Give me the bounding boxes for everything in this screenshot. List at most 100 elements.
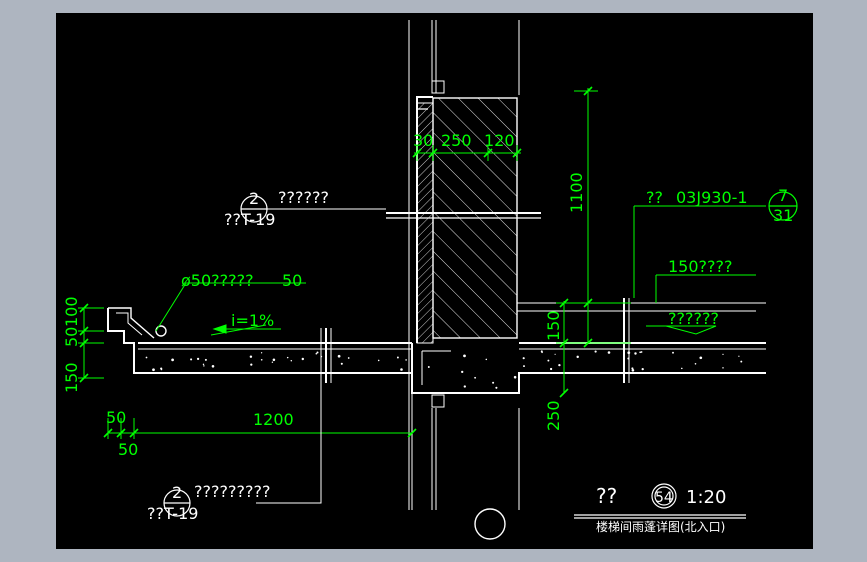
aggregate-mark bbox=[463, 354, 466, 358]
aggregate-mark bbox=[514, 377, 516, 379]
aggregate-mark bbox=[211, 365, 215, 368]
cad-viewport[interactable]: 30 250 120 1100 150 250 100 50 150 50 50… bbox=[56, 13, 813, 549]
callout-top-ref: ??T-19 bbox=[224, 210, 275, 229]
slope-label: i=1% bbox=[231, 311, 274, 330]
concrete-hatch bbox=[145, 350, 743, 389]
dim-50-b: 50 bbox=[118, 440, 138, 459]
aggregate-mark bbox=[301, 357, 305, 361]
drain-dim: 50 bbox=[282, 271, 302, 290]
callout-bottom-text: ????????? bbox=[194, 482, 270, 501]
aggregate-mark bbox=[722, 353, 724, 356]
ref-prefix: ?? bbox=[646, 188, 663, 207]
aggregate-mark bbox=[171, 358, 174, 362]
aggregate-mark bbox=[203, 365, 205, 367]
aggregate-mark bbox=[260, 358, 263, 361]
note-150: 150???? bbox=[668, 257, 733, 276]
aggregate-mark bbox=[576, 355, 579, 359]
aggregate-mark bbox=[145, 356, 148, 359]
aggregate-mark bbox=[522, 357, 525, 360]
drain-label: ø50????? bbox=[181, 271, 254, 290]
aggregate-mark bbox=[427, 366, 430, 368]
aggregate-mark bbox=[396, 356, 399, 359]
callout-bubbles bbox=[163, 191, 798, 519]
aggregate-mark bbox=[377, 359, 380, 362]
canopy-detail-drawing: 30 250 120 1100 150 250 100 50 150 50 50… bbox=[62, 20, 798, 540]
title-scale: 1:20 bbox=[686, 487, 726, 508]
aggregate-mark bbox=[204, 358, 207, 361]
note-waterproof: ?????? bbox=[668, 309, 719, 328]
aggregate-mark bbox=[196, 357, 200, 361]
aggregate-mark bbox=[640, 351, 643, 353]
aggregate-mark bbox=[474, 376, 477, 379]
aggregate-mark bbox=[547, 359, 550, 362]
aggregate-mark bbox=[290, 359, 293, 362]
aggregate-mark bbox=[160, 368, 163, 371]
aggregate-mark bbox=[405, 359, 407, 361]
parapet-wall bbox=[386, 96, 766, 344]
aggregate-mark bbox=[152, 368, 155, 372]
aggregate-mark bbox=[634, 352, 637, 355]
aggregate-mark bbox=[641, 367, 644, 371]
aggregate-mark bbox=[340, 362, 343, 365]
aggregate-mark bbox=[639, 351, 642, 354]
dim-150-left: 150 bbox=[62, 362, 81, 393]
aggregate-mark bbox=[347, 357, 350, 359]
aggregate-mark bbox=[250, 363, 253, 366]
dimension-lines bbox=[78, 86, 766, 439]
aggregate-mark bbox=[738, 355, 740, 357]
aggregate-mark bbox=[286, 356, 289, 359]
callout-leaders bbox=[256, 208, 386, 504]
dim-50-a: 50 bbox=[106, 408, 126, 427]
dim-1100: 1100 bbox=[567, 172, 586, 213]
aggregate-mark bbox=[740, 360, 743, 363]
callout-bottom-ref: ??T-19 bbox=[147, 504, 198, 523]
aggregate-mark bbox=[722, 367, 724, 369]
aggregate-mark bbox=[337, 354, 341, 358]
aggregate-mark bbox=[631, 368, 635, 372]
aggregate-mark bbox=[400, 368, 403, 371]
axis-bubble bbox=[474, 508, 506, 540]
aggregate-mark bbox=[190, 358, 193, 361]
aggregate-mark bbox=[627, 357, 630, 360]
slope-arrow bbox=[212, 324, 281, 334]
aggregate-mark bbox=[249, 355, 253, 358]
aggregate-mark bbox=[316, 351, 319, 354]
aggregate-mark bbox=[202, 363, 205, 366]
callout-top-num: 2 bbox=[249, 189, 259, 208]
dim-150-right: 150 bbox=[544, 310, 563, 341]
title-prefix: ?? bbox=[596, 484, 617, 508]
dim-1200: 1200 bbox=[253, 410, 294, 429]
aggregate-mark bbox=[485, 358, 488, 361]
aggregate-mark bbox=[495, 386, 498, 389]
aggregate-mark bbox=[549, 367, 553, 371]
aggregate-mark bbox=[541, 351, 543, 354]
aggregate-mark bbox=[492, 381, 495, 384]
wall-lines bbox=[408, 20, 520, 510]
aggregate-mark bbox=[554, 353, 556, 355]
dim-120: 120 bbox=[484, 131, 515, 150]
aggregate-mark bbox=[315, 352, 318, 355]
aggregate-mark bbox=[594, 350, 597, 353]
aggregate-mark bbox=[463, 385, 466, 388]
aggregate-mark bbox=[271, 361, 274, 363]
aggregate-mark bbox=[558, 363, 561, 367]
aggregate-mark bbox=[631, 367, 634, 370]
aggregate-mark bbox=[523, 365, 525, 368]
ref-code: 03J930-1 bbox=[676, 188, 748, 207]
aggregate-mark bbox=[607, 351, 611, 354]
title-caption: 楼梯间雨蓬详图(北入口) bbox=[596, 519, 725, 534]
dim-100: 100 bbox=[62, 296, 81, 327]
aggregate-mark bbox=[681, 367, 683, 370]
aggregate-mark bbox=[672, 351, 674, 354]
dimension-text: 30 250 120 1100 150 250 100 50 150 50 50… bbox=[62, 131, 793, 459]
dim-30: 30 bbox=[413, 131, 433, 150]
title-num: 54 bbox=[655, 490, 673, 506]
ref-sheet: 31 bbox=[773, 206, 793, 225]
callout-top-text: ?????? bbox=[278, 188, 329, 207]
aggregate-mark bbox=[260, 352, 263, 354]
aggregate-mark bbox=[627, 351, 631, 355]
aggregate-mark bbox=[699, 356, 703, 360]
callout-text: 2 ??T-19 ?????? 2 ??T-19 ????????? ?? 54… bbox=[147, 188, 726, 534]
aggregate-mark bbox=[694, 362, 697, 365]
aggregate-mark bbox=[461, 370, 464, 374]
